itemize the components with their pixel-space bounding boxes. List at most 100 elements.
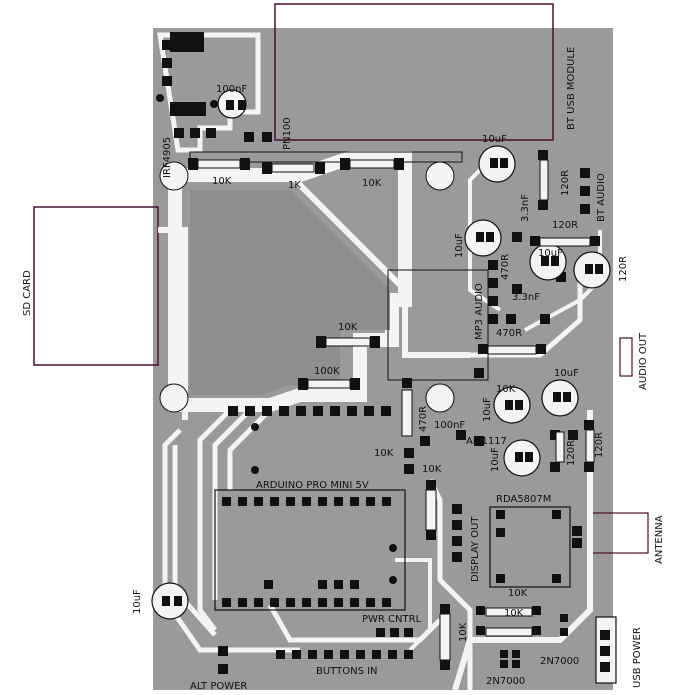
label-r-1k: 1K (288, 180, 301, 191)
pad (350, 378, 360, 390)
pad (318, 497, 327, 506)
mounting-holes (159, 161, 455, 413)
label-r-10k-g: 10K (508, 588, 528, 599)
pad (600, 630, 610, 640)
label-bt-audio: BT AUDIO (596, 173, 607, 222)
label-irf4905: IRF4905 (162, 137, 173, 178)
pad (162, 58, 172, 68)
pad (330, 406, 340, 416)
pad (512, 284, 522, 294)
trace-mcu-fan-3 (227, 408, 272, 490)
audio-out-jack-outline (619, 337, 633, 377)
pad (426, 480, 436, 490)
pad (174, 128, 184, 138)
label-r-10k-a: 10K (212, 176, 232, 187)
label-r-10k-b: 10K (362, 178, 382, 189)
pad (324, 650, 333, 659)
label-r-470r-a: 470R (500, 254, 511, 280)
pad (347, 406, 357, 416)
pad (262, 132, 272, 142)
trace-mcu-fan-1 (197, 408, 232, 632)
mounting-hole-top-left (159, 161, 189, 191)
label-r-10k-e: 10K (374, 448, 394, 459)
pad (560, 628, 568, 636)
label-pn100: PN100 (282, 117, 293, 150)
label-am1117: AM1117 (466, 436, 507, 447)
label-r-470r-b: 470R (496, 328, 522, 339)
pad (372, 650, 381, 659)
trace-display (427, 478, 473, 690)
label-r-120r-c: 120R (618, 256, 629, 282)
pad (228, 406, 238, 416)
pad (170, 32, 204, 52)
pad (488, 260, 498, 270)
pad (264, 580, 273, 589)
cap-pads (162, 100, 603, 606)
label-buttons-in: BUTTONS IN (316, 666, 378, 677)
pad (536, 344, 546, 354)
pad (496, 528, 505, 537)
pad (286, 598, 295, 607)
pad (488, 296, 498, 306)
pad (474, 436, 484, 446)
pad (394, 158, 404, 170)
pad (286, 497, 295, 506)
pad (254, 598, 263, 607)
sd-card-outline (33, 206, 159, 366)
pad (440, 660, 450, 670)
pad (600, 662, 610, 672)
pad (238, 497, 247, 506)
pad (382, 598, 391, 607)
pad (366, 598, 375, 607)
pad (388, 650, 397, 659)
label-r-10k-c: 10K (338, 322, 358, 333)
label-r-10k-i: 10K (458, 622, 469, 642)
pad (512, 232, 522, 242)
pad (276, 650, 285, 659)
pad (334, 580, 343, 589)
pad (404, 628, 413, 637)
pad (420, 436, 430, 446)
pad (222, 497, 231, 506)
pad (218, 664, 228, 674)
mounting-hole-bottom-right (425, 383, 455, 413)
pad (512, 650, 520, 658)
pad (254, 497, 263, 506)
pad (474, 368, 484, 378)
pad (334, 598, 343, 607)
pad (222, 598, 231, 607)
label-cap-3-3nf-b: 3.3nF (512, 292, 540, 303)
pad (170, 102, 206, 116)
label-audio-out: AUDIO OUT (638, 332, 649, 390)
pad (270, 497, 279, 506)
pad (262, 406, 272, 416)
pad (350, 497, 359, 506)
silkscreen-labels: BT USB MODULE SD CARD MP3 AUDIO BT AUDIO… (22, 47, 665, 692)
bt-usb-module-outline (274, 3, 554, 141)
pad (488, 314, 498, 324)
pad (390, 628, 399, 637)
trace-right-power (452, 410, 593, 691)
resistor-bodies (197, 159, 595, 661)
label-display-out: DISPLAY OUT (470, 516, 481, 582)
label-cap-100nf-mid: 100nF (434, 420, 465, 431)
pad (532, 626, 541, 635)
pad (452, 536, 462, 546)
pad (538, 150, 548, 160)
pad (292, 650, 301, 659)
pad (402, 378, 412, 388)
pad (550, 430, 560, 440)
pad (244, 132, 254, 142)
label-2n7000-b: 2N7000 (540, 656, 579, 667)
pad (540, 314, 550, 324)
pad (584, 420, 594, 430)
trace-main-bus (287, 172, 470, 358)
pad (316, 336, 326, 348)
bt-module-footprint (189, 151, 463, 163)
pad (340, 650, 349, 659)
pad (550, 462, 560, 472)
pad (506, 314, 516, 324)
pad (452, 504, 462, 514)
pad (162, 76, 172, 86)
